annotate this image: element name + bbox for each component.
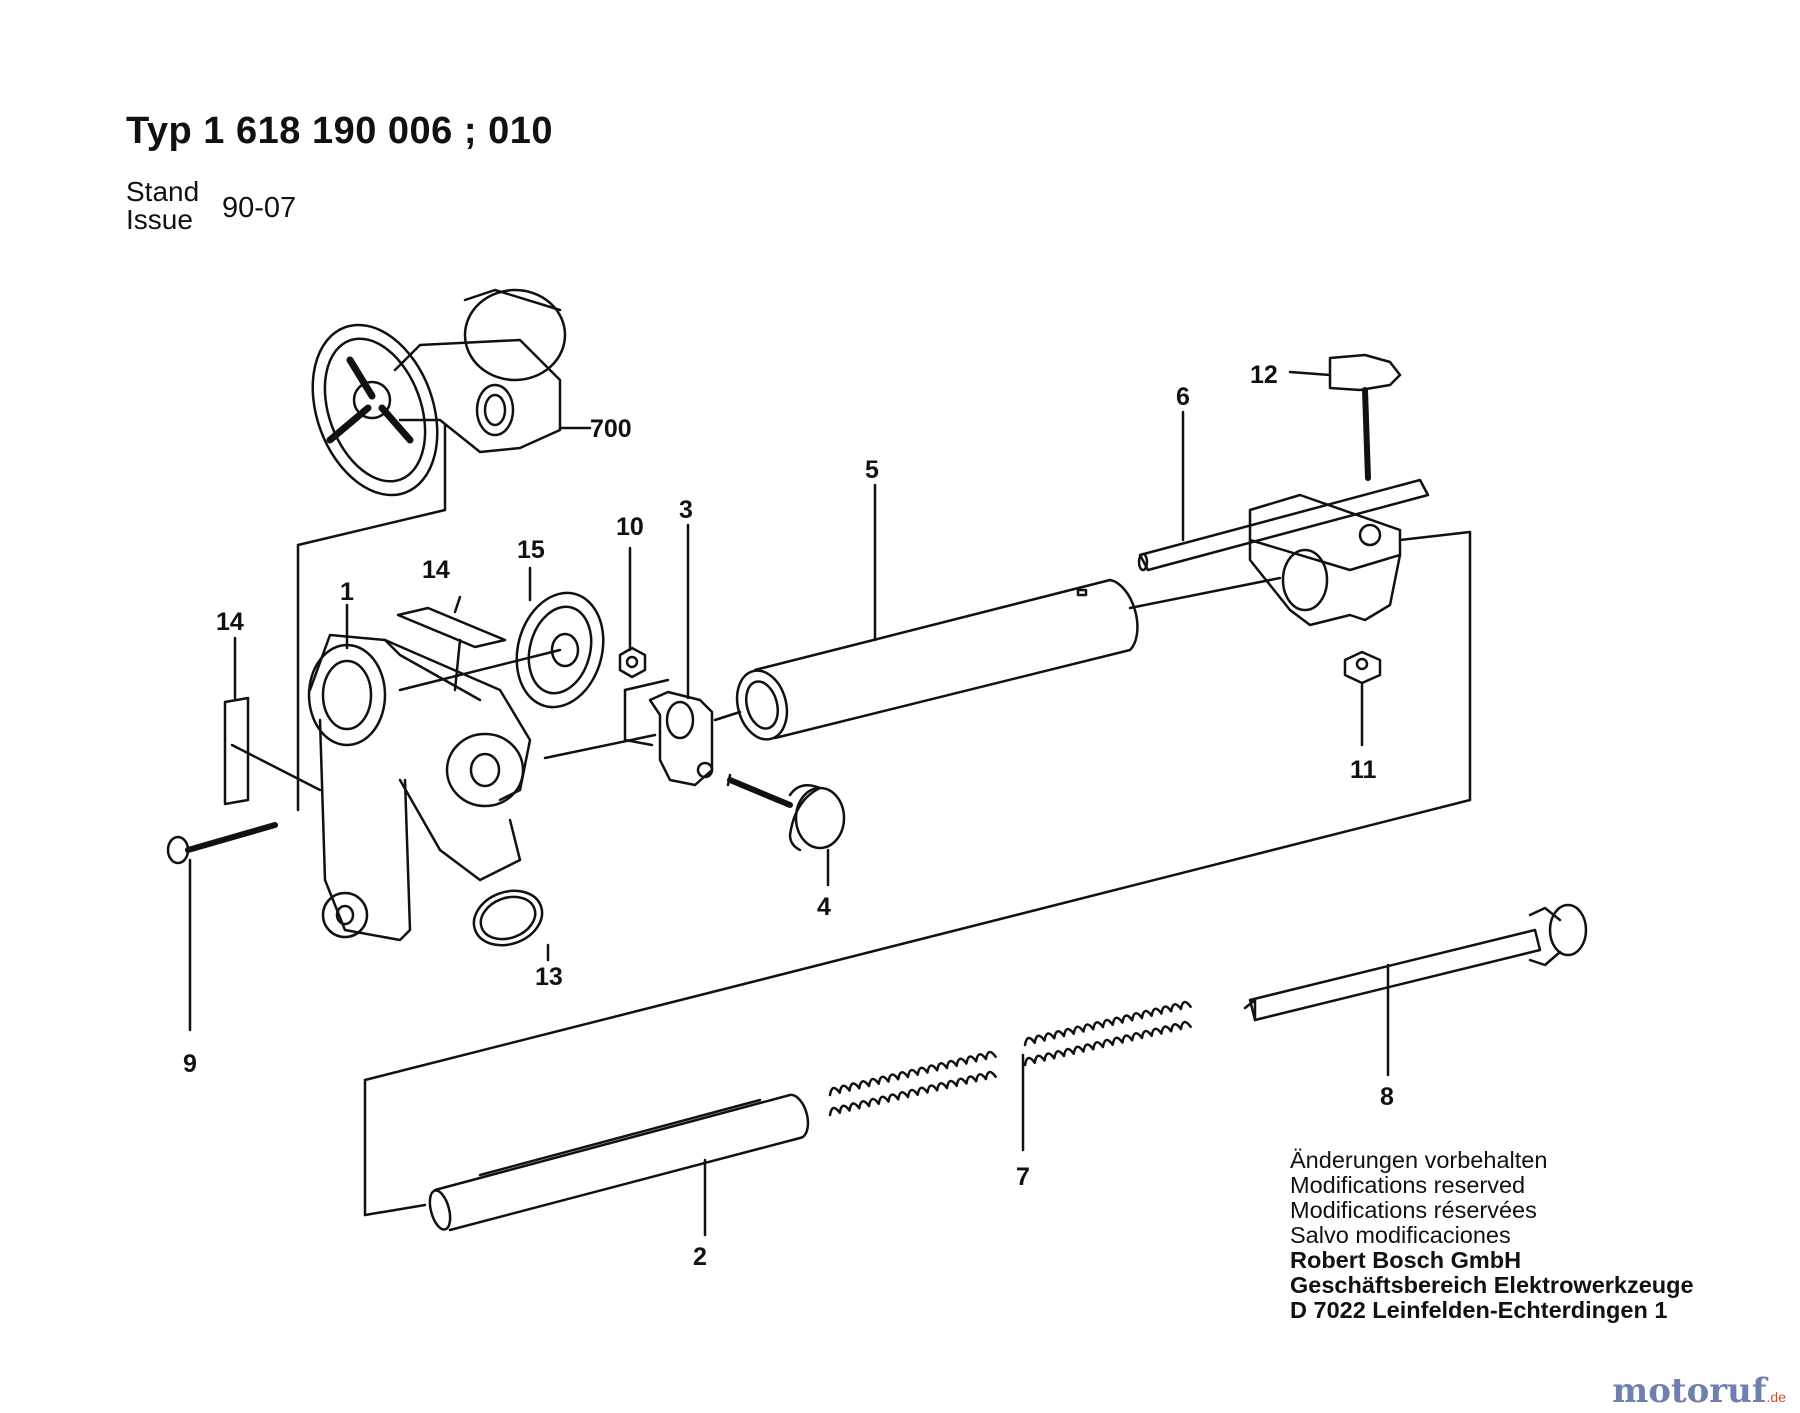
label-8: 8 [1380,1083,1394,1111]
issue-date: 90-07 [222,192,297,224]
label-5: 5 [865,456,879,484]
label-15: 15 [517,536,545,564]
company-address: D 7022 Leinfelden-Echterdingen 1 [1290,1297,1668,1323]
label-14b: 14 [422,556,450,584]
page-title: Typ 1 618 190 006 ; 010 [126,110,553,152]
issue-label: Issue [126,204,193,235]
label-700: 700 [590,415,632,443]
company-division: Geschäftsbereich Elektrowerkzeuge [1290,1272,1694,1298]
label-2: 2 [693,1243,707,1271]
rod-part-8 [1243,903,1588,1077]
disc-part-15 [398,591,605,709]
label-10: 10 [616,513,644,541]
issue-labels: Stand Issue [126,178,199,234]
label-6: 6 [1176,383,1190,411]
label-3: 3 [679,496,693,524]
label-13: 13 [535,963,563,991]
label-strip-part-14b [396,606,507,692]
note-fr: Modifications réservées [1290,1197,1537,1223]
watermark-logo: motoruf.de [1612,1371,1786,1411]
watermark-brand: motoruf [1612,1371,1767,1411]
label-11: 11 [1350,756,1377,784]
knob-part-4 [726,773,846,852]
label-4: 4 [817,893,831,921]
bracket-part-1 [307,633,532,942]
label-14a: 14 [216,608,244,636]
handwheel-assembly-700 [296,288,592,812]
o-ring-part-13 [472,889,544,947]
stand-label: Stand [126,176,200,207]
note-de: Änderungen vorbehalten [1290,1147,1548,1173]
tube-part-5 [735,576,1282,741]
company-name: Robert Bosch GmbH [1290,1247,1522,1273]
notes-block: Änderungen vorbehalten Modifications res… [1290,1148,1694,1323]
clamp-block [363,493,1472,1217]
label-strip-part-14a [223,696,322,806]
note-es: Salvo modificaciones [1290,1222,1511,1248]
label-7: 7 [1016,1163,1030,1191]
note-en: Modifications reserved [1290,1172,1526,1198]
label-9: 9 [183,1050,197,1078]
part-number-labels: 700 1 2 3 4 5 6 7 8 9 10 11 12 13 14 14 … [183,361,1394,1271]
label-12: 12 [1250,361,1278,389]
clamp-part-3 [543,678,742,787]
scale-rod-part-2 [428,1093,810,1237]
nut-part-10 [618,646,647,679]
label-1: 1 [340,578,354,606]
screw-part-9 [166,822,278,1032]
springs-part-7 [828,1000,1192,1152]
wing-screw-part-12 [1288,353,1402,481]
nut-part-11 [1343,650,1382,747]
watermark-suffix: .de [1766,1389,1786,1405]
